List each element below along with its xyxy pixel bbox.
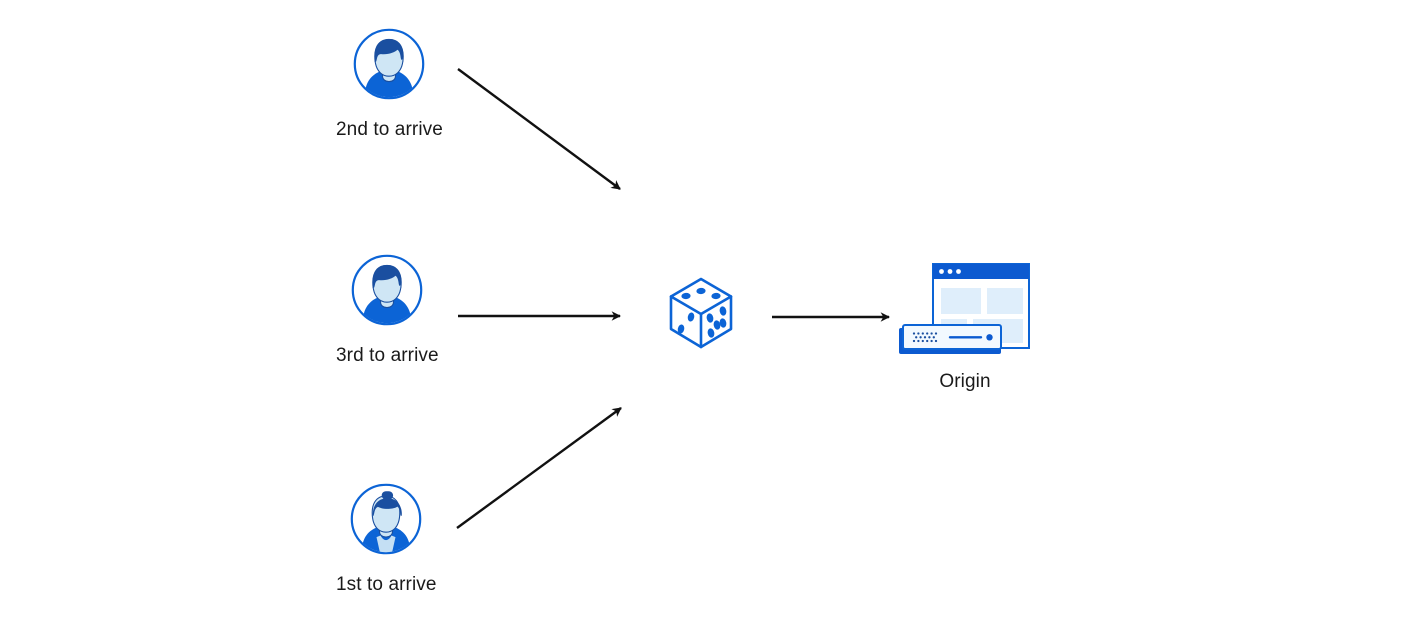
- node-client-1st[interactable]: 1st to arrive: [336, 483, 437, 597]
- node-label: 1st to arrive: [336, 574, 437, 595]
- dice-icon: [659, 270, 743, 354]
- node-origin-server[interactable]: Origin: [895, 258, 1035, 394]
- node-client-3rd[interactable]: 3rd to arrive: [336, 254, 439, 368]
- arrow-1st-to-balancer: [456, 407, 622, 529]
- origin-server-icon: [895, 258, 1035, 358]
- node-client-2nd[interactable]: 2nd to arrive: [336, 28, 443, 142]
- user-avatar-icon: [351, 254, 423, 326]
- node-load-balancer[interactable]: [659, 270, 743, 354]
- node-label: Origin: [939, 371, 991, 392]
- router-appliance-glyph: [899, 324, 1002, 354]
- arrow-2nd-to-balancer: [457, 68, 621, 190]
- user-avatar-icon: [350, 483, 422, 555]
- user-avatar-icon: [353, 28, 425, 100]
- node-label: 2nd to arrive: [336, 119, 443, 140]
- node-label: 3rd to arrive: [336, 345, 439, 366]
